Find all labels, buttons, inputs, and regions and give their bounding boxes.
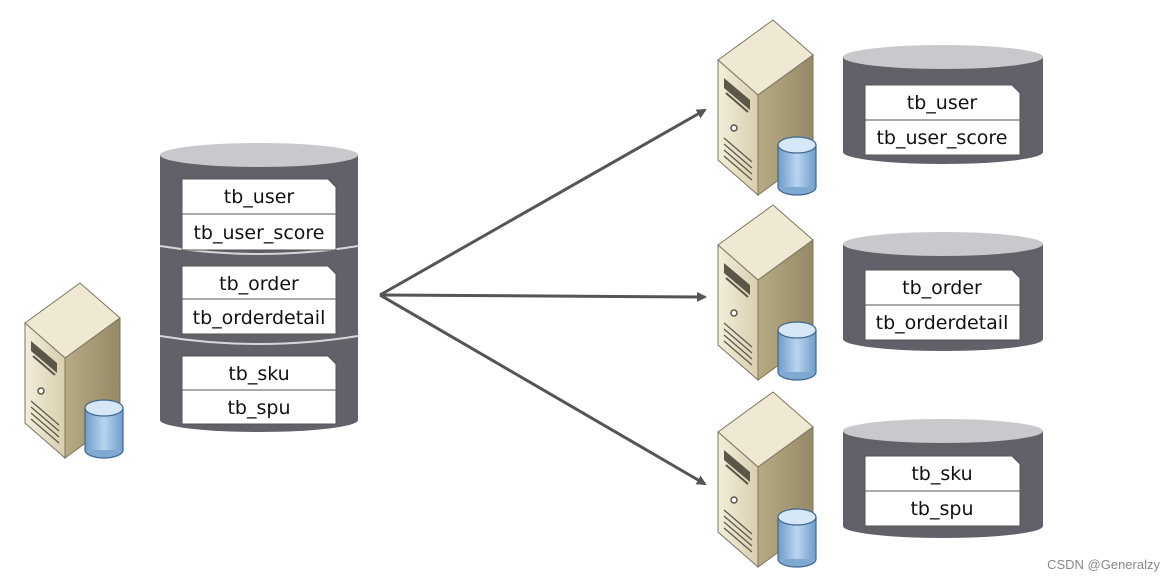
arrow-to-server-1 (379, 108, 707, 297)
table-label: tb_order (902, 277, 982, 299)
table-label: tb_sku (911, 463, 972, 485)
target-server-icon-3 (717, 391, 817, 568)
watermark: CSDN @Generalzy (1047, 557, 1160, 572)
source-server-icon (24, 282, 124, 459)
table-label: tb_user_score (876, 127, 1007, 149)
target-server-icon-1 (717, 19, 817, 196)
arrow-to-server-2 (379, 291, 707, 302)
table-label: tb_spu (910, 498, 973, 520)
table-label: tb_sku (228, 363, 289, 385)
table-card: tb_sku tb_spu (181, 355, 337, 425)
table-label: tb_orderdetail (876, 312, 1009, 334)
table-card: tb_order tb_orderdetail (181, 265, 337, 335)
table-label: tb_order (219, 273, 299, 295)
table-label: tb_user_score (193, 222, 324, 244)
table-card: tb_user tb_user_score (181, 178, 337, 251)
table-label: tb_spu (227, 397, 290, 419)
table-label: tb_user (224, 186, 295, 208)
target-database-2: tb_order tb_orderdetail (843, 232, 1043, 351)
target-database-1: tb_user tb_user_score (843, 45, 1043, 164)
arrow-to-server-3 (379, 293, 707, 486)
stack-separator (159, 335, 359, 345)
table-label: tb_user (907, 92, 978, 114)
target-database-3: tb_sku tb_spu (843, 419, 1043, 538)
table-label: tb_orderdetail (193, 307, 326, 329)
target-server-icon-2 (717, 204, 817, 381)
source-database-stack: tb_user tb_user_score tb_order tb_orderd… (159, 143, 359, 432)
